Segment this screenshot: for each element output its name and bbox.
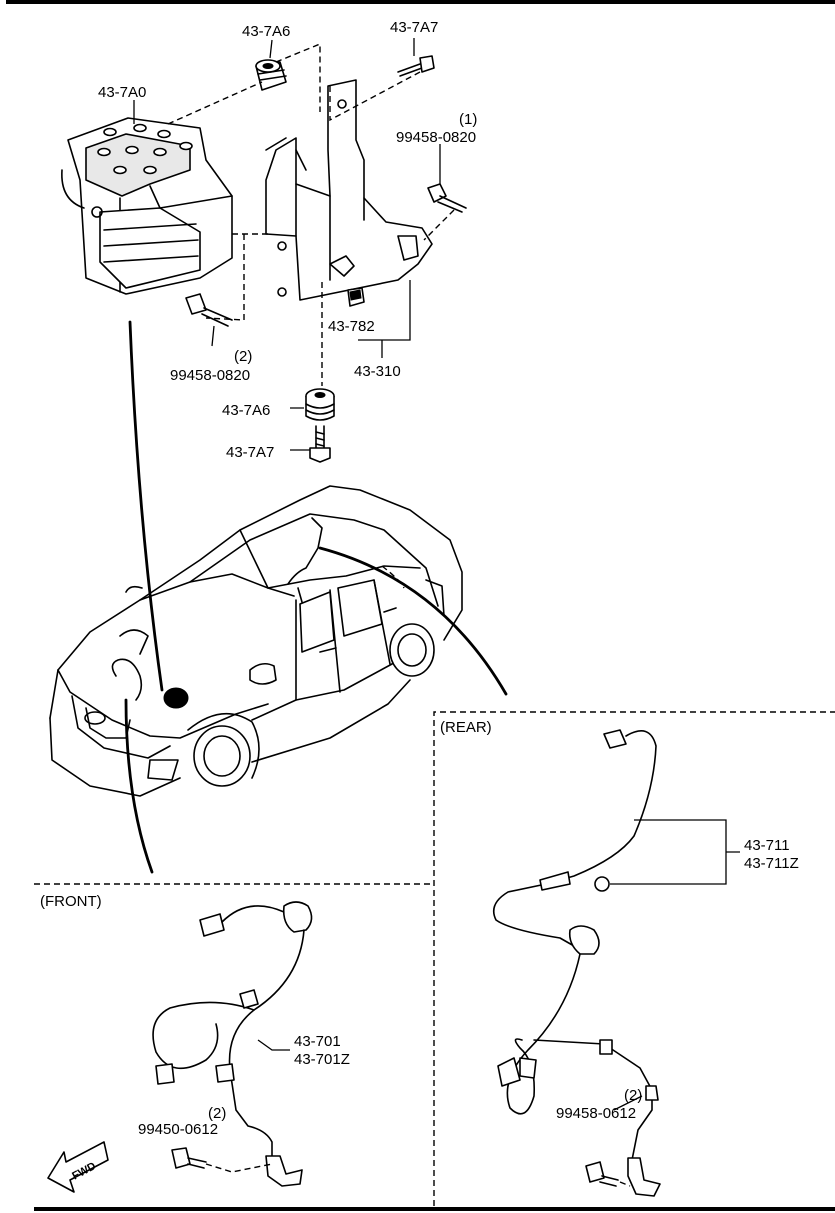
label-bolt-right: 99458-0820: [396, 129, 476, 146]
rear-section-frame: [433, 711, 835, 1206]
label-rear-bolt: 99458-0612: [556, 1105, 636, 1122]
callout-curve-front: [124, 698, 154, 874]
leader-lines-front: [257, 1039, 290, 1051]
bracket: [265, 79, 433, 301]
bushing-top: [255, 59, 287, 91]
front-wheel-speed-sensor: [152, 901, 313, 1187]
label-rear-bolt-qty: (2): [624, 1087, 642, 1104]
rear-section-title: (REAR): [440, 719, 492, 736]
label-front-sensor-1: 43-701: [294, 1033, 341, 1050]
bolt-left: [185, 293, 233, 327]
label-bolt-right-qty: (1): [459, 111, 477, 128]
assembly-dash-lines: [167, 42, 455, 386]
rear-wheel-speed-sensor: [492, 729, 661, 1197]
label-rear-sensor-2: 43-711Z: [744, 855, 799, 872]
label-bolt-left: 99458-0820: [170, 367, 250, 384]
clip: [347, 287, 365, 307]
label-bushing-bottom: 43-7A6: [222, 402, 270, 419]
label-bolt-bottom: 43-7A7: [226, 444, 274, 461]
vehicle-illustration: [49, 485, 463, 797]
label-bushing-top: 43-7A6: [242, 23, 290, 40]
callout-dash-rear: [381, 565, 405, 589]
label-bracket: 43-310: [354, 363, 401, 380]
label-bolt-left-qty: (2): [234, 348, 252, 365]
leader-lines-top: [133, 38, 441, 451]
top-border: [6, 0, 835, 4]
label-front-sensor-2: 43-701Z: [294, 1051, 350, 1068]
front-section-title: (FRONT): [40, 893, 102, 910]
label-hcu: 43-7A0: [98, 84, 146, 101]
bolt-right: [427, 183, 467, 213]
callout-curve-rear: [318, 546, 508, 696]
bushing-bottom: [305, 388, 335, 421]
callout-curve-hcu: [128, 320, 164, 692]
label-bolt-top: 43-7A7: [390, 19, 438, 36]
leader-lines-rear: [610, 819, 740, 1111]
label-rear-sensor-1: 43-711: [744, 837, 790, 854]
bolt-top: [397, 55, 435, 77]
bolt-bottom: [309, 425, 331, 463]
fwd-arrow-icon: FWD: [47, 1141, 109, 1193]
bottom-border: [34, 1207, 835, 1211]
hcu-unit: [61, 117, 233, 295]
label-front-bolt-qty: (2): [208, 1105, 226, 1122]
label-clip: 43-782: [328, 318, 375, 335]
label-front-bolt: 99450-0612: [138, 1121, 218, 1138]
